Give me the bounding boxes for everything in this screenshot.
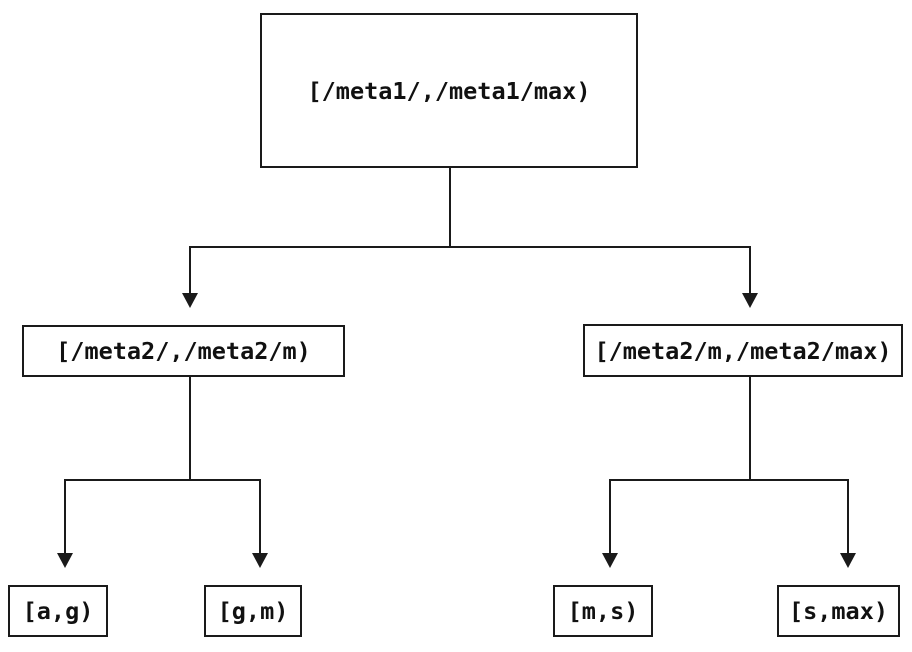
node-leaf-ag: [a,g) (8, 585, 108, 637)
node-meta2-lower: [/meta2/,/meta2/m) (22, 325, 345, 377)
edge-root-to-children (182, 168, 758, 308)
arrowhead-icon (602, 553, 618, 568)
node-leaf-gm: [g,m) (204, 585, 302, 637)
arrowhead-icon (840, 553, 856, 568)
node-leaf-smax-label: [s,max) (788, 597, 889, 625)
arrowhead-icon (182, 293, 198, 308)
arrowhead-icon (252, 553, 268, 568)
node-root-label: [/meta1/,/meta1/max) (307, 76, 591, 105)
arrowhead-icon (742, 293, 758, 308)
node-meta2-upper-label: [/meta2/m,/meta2/max) (594, 336, 892, 365)
arrowhead-icon (57, 553, 73, 568)
node-leaf-ms-label: [m,s) (567, 597, 639, 625)
node-meta2-upper: [/meta2/m,/meta2/max) (583, 324, 903, 377)
edge-right-to-leaves (602, 377, 856, 568)
node-leaf-smax: [s,max) (777, 585, 900, 637)
edge-left-to-leaves (57, 377, 268, 568)
node-leaf-gm-label: [g,m) (217, 597, 289, 625)
node-leaf-ms: [m,s) (553, 585, 653, 637)
node-root: [/meta1/,/meta1/max) (260, 13, 638, 168)
node-leaf-ag-label: [a,g) (22, 597, 94, 625)
node-meta2-lower-label: [/meta2/,/meta2/m) (56, 337, 311, 365)
